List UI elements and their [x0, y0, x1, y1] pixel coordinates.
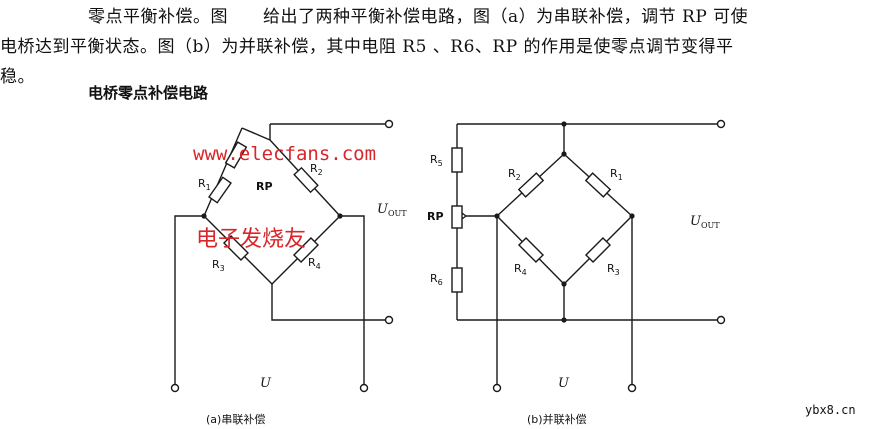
b-node-left [494, 213, 500, 219]
paragraph-line-2: 电桥达到平衡状态。图（b）为并联补偿，其中电阻 R5 、R6、RP 的作用是使零… [0, 37, 734, 57]
b-resistor-r6 [451, 267, 463, 293]
a-node-right [337, 213, 343, 219]
b-resistor-r3 [584, 236, 612, 264]
b-resistor-r1 [584, 172, 612, 198]
b-label-uout: UOUT [690, 214, 720, 230]
b-rp-wiper-arrow [461, 212, 467, 220]
watermark-cn: 电子发烧友 [196, 227, 306, 252]
a-terminal-u-right [359, 383, 369, 393]
a-resistor-r4 [292, 236, 320, 264]
b-terminal-out-top [716, 119, 726, 129]
watermark-url: www.elecfans.com [193, 143, 376, 165]
b-label-u: U [558, 376, 570, 391]
b-node-top-rail [561, 121, 567, 127]
a-resistor-rp [224, 141, 248, 169]
a-terminal-out-bottom [384, 315, 394, 325]
site-mark: ybx8.cn [805, 403, 856, 417]
b-resistor-r4 [517, 236, 545, 264]
a-terminal-out-top [384, 119, 394, 129]
a-wire-right-node-out [340, 215, 365, 385]
a-rp-arrow-top [241, 127, 271, 141]
a-label-r1: R1 [198, 177, 211, 192]
b-label-r1: R1 [610, 167, 623, 182]
b-label-rp: RP [427, 210, 444, 223]
a-resistor-r1 [208, 176, 232, 204]
b-resistor-r2 [517, 172, 545, 198]
diagram-b-parallel: R5 RP R6 R2 R1 R4 R3 UOUT U (b)并联补偿 [427, 119, 726, 426]
b-resistor-r5 [451, 147, 463, 173]
b-label-r2: R2 [508, 167, 521, 182]
a-resistor-r2 [293, 166, 319, 194]
a-label-u: U [260, 376, 272, 391]
diagram-a-series: RP R1 R2 R3 R4 UOUT U (a)串联补偿 [170, 119, 407, 426]
a-node-left [201, 213, 207, 219]
a-terminal-u-left [170, 383, 180, 393]
b-node-top [561, 151, 567, 157]
b-terminal-out-bottom [716, 315, 726, 325]
b-node-bottom-rail [561, 317, 567, 323]
b-label-r6: R6 [430, 272, 443, 287]
paragraph-line-1: 零点平衡补偿。图 给出了两种平衡补偿电路，图（a）为串联补偿，调节 RP 可使 [88, 7, 749, 27]
b-node-right [629, 213, 635, 219]
a-wire-left-vertical [174, 215, 204, 385]
a-label-uout: UOUT [377, 202, 407, 218]
b-node-bottom [561, 281, 567, 287]
a-label-r4: R4 [308, 256, 321, 271]
b-label-r4: R4 [514, 262, 527, 277]
a-label-rp: RP [256, 180, 273, 193]
b-resistor-rp [451, 205, 463, 229]
a-edge-r1 [203, 127, 243, 217]
a-caption: (a)串联补偿 [206, 412, 265, 426]
b-terminal-u-left [492, 383, 502, 393]
a-label-r3: R3 [212, 258, 225, 273]
b-caption: (b)并联补偿 [527, 412, 587, 426]
b-label-r3: R3 [607, 262, 620, 277]
b-terminal-u-right [627, 383, 637, 393]
a-wire-bottom-out [271, 284, 386, 321]
a-resistor-r3 [222, 234, 250, 262]
figure-caption: 电桥零点补偿电路 [88, 84, 209, 102]
paragraph-line-3: 稳。 [0, 67, 35, 87]
b-label-r5: R5 [430, 153, 443, 168]
